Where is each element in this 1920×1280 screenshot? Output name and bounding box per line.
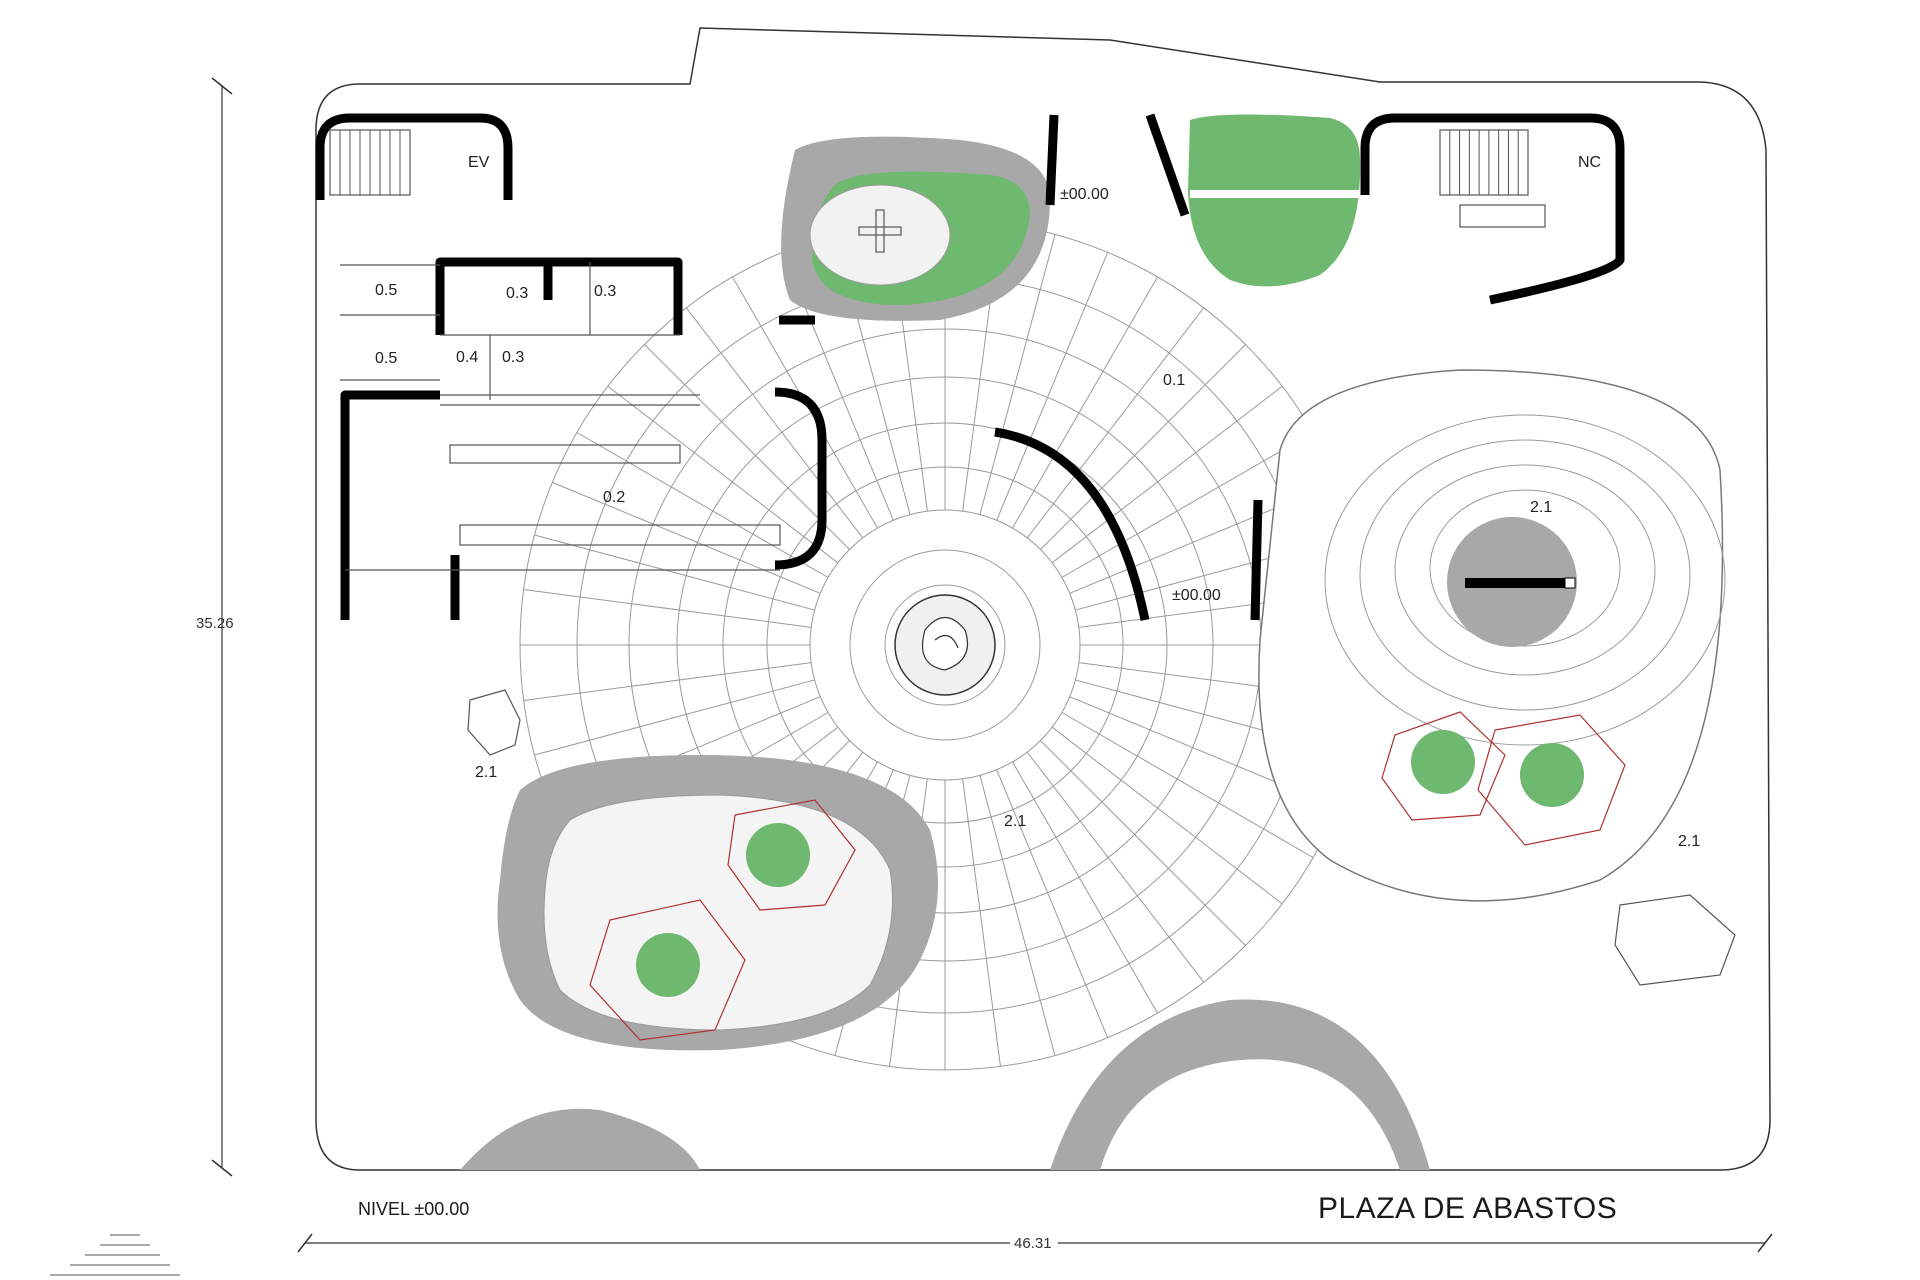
paving-joint (523, 589, 812, 628)
paving-joint (1051, 385, 1283, 564)
room-wc-c-label: 0.3 (506, 285, 528, 302)
tree-canopy-3 (1411, 730, 1475, 794)
paving-joint (534, 679, 815, 756)
paving-joint (607, 385, 839, 564)
room-ev-label: EV (468, 154, 490, 171)
level-label: NIVEL ±00.00 (358, 1199, 469, 1219)
tree-outline-1 (727, 799, 856, 911)
paving-joint (1026, 751, 1205, 983)
paving-joint (979, 234, 1056, 515)
stairs-ev (329, 129, 411, 196)
bench-nc (1459, 204, 1546, 228)
zone-garden-center-label: 2.1 (1004, 813, 1026, 830)
round-island (1447, 517, 1577, 647)
scale-mark (50, 1234, 180, 1276)
paving-joint (1012, 761, 1158, 1014)
paving-joint (1040, 740, 1246, 946)
elevation-top-label: ±00.00 (1060, 186, 1109, 203)
street-furniture (467, 204, 1736, 986)
room-cafe-label: 0.2 (603, 489, 625, 506)
bench-right (1614, 894, 1736, 986)
paving-joint (534, 534, 815, 611)
fountain (894, 594, 996, 696)
dimension-width-label: 46.31 (1014, 1235, 1052, 1252)
paving-joint (962, 778, 1001, 1067)
tree-outline-4 (1477, 714, 1626, 846)
room-nc-label: NC (1578, 154, 1601, 171)
column-marker (858, 209, 902, 253)
cafe-counter (449, 444, 681, 464)
room-wc-d-label: 0.3 (594, 283, 616, 300)
tree-canopy-2 (636, 933, 700, 997)
cafe-bench (459, 524, 781, 546)
zone-garden-left-label: 2.1 (475, 764, 497, 781)
paving-joint (523, 662, 812, 701)
tree-outline-2 (589, 899, 746, 1041)
wc-partitions (340, 262, 680, 400)
bottom-center-kerb (1050, 999, 1430, 1170)
labels: EV NC 0.5 0.5 0.3 0.3 0.4 0.3 0.2 0.1 2.… (375, 154, 1700, 850)
room-wc-a-label: 0.5 (375, 282, 397, 299)
zone-garden-right-bottom-label: 2.1 (1678, 833, 1700, 850)
paving-joint (552, 481, 821, 594)
elevation-mid-label: ±00.00 (1172, 587, 1221, 604)
paving-joint (644, 344, 850, 550)
paving-joint (576, 432, 829, 578)
paving-joint (1040, 344, 1246, 550)
paving-joint (1026, 307, 1205, 539)
paving-joint (685, 307, 864, 539)
stairs-nc (1439, 129, 1529, 196)
paving-joint (1061, 432, 1314, 578)
planters (460, 114, 1626, 1170)
upper-right-planting (1188, 114, 1361, 287)
dimension-height-label: 35.26 (196, 615, 234, 632)
bench-left (467, 689, 521, 756)
dimension-lines: 35.26 46.31 (196, 77, 1773, 1253)
room-wc-f-label: 0.3 (502, 349, 524, 366)
plan-title: PLAZA DE ABASTOS (1318, 1192, 1617, 1225)
tree-canopy-4 (1520, 743, 1584, 807)
zone-plaza-label: 0.1 (1163, 372, 1185, 389)
paving-joint (996, 769, 1109, 1038)
paving-joint (979, 775, 1056, 1056)
room-wc-e-label: 0.4 (456, 349, 478, 366)
paving-joint (1051, 726, 1283, 905)
tree-outline-3 (1381, 711, 1506, 821)
bottom-left-kerb (460, 1108, 700, 1170)
cafe-interior (345, 394, 781, 571)
paving-joint (996, 252, 1109, 521)
paving-joint (1012, 276, 1158, 529)
paving-joint (1061, 712, 1314, 858)
room-wc-b-label: 0.5 (375, 350, 397, 367)
walls (315, 113, 1625, 621)
tree-canopy-1 (746, 823, 810, 887)
zone-garden-right-top-label: 2.1 (1530, 499, 1552, 516)
